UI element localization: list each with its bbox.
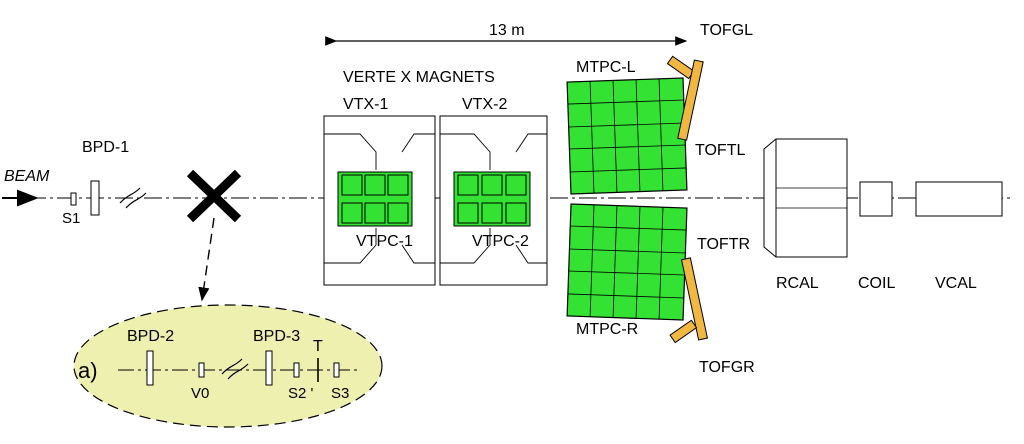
- vcal-calorimeter: [915, 181, 1003, 217]
- inset-break-icon: [221, 358, 249, 380]
- bpd3-detector: [265, 350, 273, 386]
- mtpc-right-chamber: [566, 203, 688, 321]
- mtpc-right-label: MTPC-R: [576, 321, 638, 338]
- vtpc1-label: VTPC-1: [356, 233, 413, 250]
- vcal-label: VCAL: [935, 275, 977, 292]
- toftr-label: TOFTR: [697, 236, 750, 253]
- s1-counter: [70, 192, 77, 206]
- rcal-calorimeter: [763, 138, 848, 258]
- vtpc1-chamber: [337, 171, 413, 227]
- mtpc-left-label: MTPC-L: [576, 59, 636, 76]
- beam-label: BEAM: [4, 168, 50, 185]
- vtpc2-label: VTPC-2: [472, 233, 529, 250]
- s3-label: S3: [331, 385, 349, 402]
- toftl-label: TOFTL: [695, 142, 745, 159]
- tof-walls: [666, 55, 709, 344]
- bpd2-detector: [146, 350, 154, 386]
- tofgl-label: TOFGL: [700, 22, 753, 39]
- vtx2-label: VTX-2: [462, 96, 507, 113]
- magnets-title: VERTE X MAGNETS: [343, 69, 495, 86]
- bpd2-label: BPD-2: [127, 328, 174, 345]
- tofgr-wall: [669, 319, 698, 344]
- target-label: T: [313, 338, 323, 355]
- rcal-label: RCAL: [776, 275, 819, 292]
- inset-beamline: a) BPD-2 V0 BPD-3 S2 ' T S3: [73, 304, 383, 428]
- inset-tag: a): [78, 358, 98, 383]
- inset-ellipse: [73, 304, 383, 428]
- s3-counter: [333, 362, 340, 378]
- beam-break-icon: [119, 187, 147, 209]
- beam-arrow-icon: [2, 189, 39, 207]
- vtx1-label: VTX-1: [343, 96, 388, 113]
- target-cross-icon: [186, 169, 242, 223]
- vtpc2-chamber: [453, 171, 531, 227]
- coil-magnet: [859, 181, 893, 217]
- mtpc-left-chamber: [566, 77, 688, 195]
- s2-label: S2 ': [288, 385, 314, 402]
- inset-leader: [198, 217, 215, 302]
- s2-counter: [293, 362, 300, 378]
- s1-label: S1: [62, 210, 80, 227]
- distance-label: 13 m: [489, 22, 525, 39]
- tofgr-label: TOFGR: [699, 359, 755, 376]
- bpd1-detector: [90, 180, 100, 216]
- bpd1-label: BPD-1: [82, 139, 129, 156]
- toftl-wall: [677, 59, 704, 141]
- coil-label: COIL: [858, 275, 895, 292]
- v0-label: V0: [191, 385, 209, 402]
- bpd3-label: BPD-3: [253, 328, 300, 345]
- toftr-wall: [680, 257, 709, 341]
- v0-counter: [198, 362, 205, 378]
- tofgl-wall: [666, 55, 695, 80]
